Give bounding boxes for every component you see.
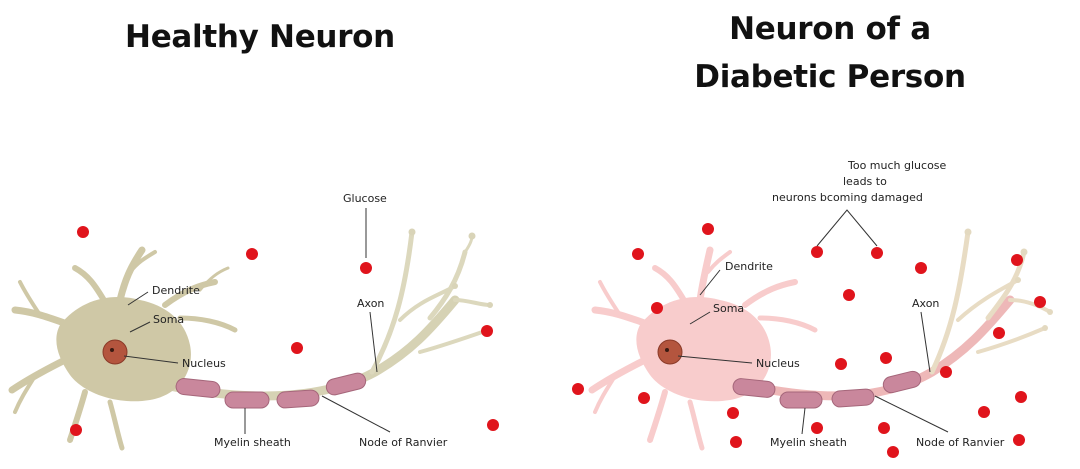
nucleus-leader <box>677 355 753 364</box>
node-of-ranvier-label: Node of Ranvier <box>359 436 448 449</box>
nucleus-label: Nucleus <box>756 357 800 370</box>
myelin-sheath-label: Myelin sheath <box>214 436 291 449</box>
axon-terminal-knobs <box>964 228 1053 331</box>
annotation-pointer <box>816 209 878 247</box>
myelin-leader <box>801 407 806 435</box>
dendrite-leader <box>127 291 149 306</box>
soma <box>588 246 818 451</box>
nucleolus <box>665 348 669 352</box>
myelin-sheaths <box>175 372 367 409</box>
healthy-neuron-diagram: Dendrite Soma Nucleus Glucose Axon Myeli… <box>8 192 499 451</box>
dendrite-leader <box>699 269 721 296</box>
dendrite-label: Dendrite <box>152 284 200 297</box>
myelin-sheaths <box>732 370 922 409</box>
soma-leader <box>689 311 711 325</box>
diabetic-neuron-panel: Neuron of a Diabetic Person <box>540 0 1080 469</box>
node-of-ranvier-label: Node of Ranvier <box>916 436 1005 449</box>
axon-label: Axon <box>912 297 939 310</box>
soma-label: Soma <box>713 302 744 315</box>
axon <box>725 295 1015 401</box>
nucleolus <box>110 348 114 352</box>
axon-leader <box>369 311 378 373</box>
axon-terminals <box>369 229 492 375</box>
axon-terminal-knobs <box>408 228 493 333</box>
nucleus-label: Nucleus <box>182 357 226 370</box>
diabetic-neuron-diagram: Too much glucose leads to neurons bcomin… <box>572 159 1053 458</box>
annotation-line2: leads to <box>843 175 887 188</box>
diabetic-neuron-title-line2: Diabetic Person <box>694 59 966 95</box>
glucose-molecules <box>572 223 1046 458</box>
dendrites <box>8 246 238 451</box>
dendrites <box>588 246 818 451</box>
glucose-label: Glucose <box>343 192 387 205</box>
axon-leader <box>920 311 931 373</box>
soma-label: Soma <box>153 313 184 326</box>
healthy-neuron-title: Healthy Neuron <box>125 19 395 55</box>
nucleus <box>102 339 128 365</box>
dendrite-label: Dendrite <box>725 260 773 273</box>
soma-leader <box>129 321 151 333</box>
node-leader <box>321 395 391 433</box>
healthy-neuron-panel: Healthy Neuron <box>8 19 499 451</box>
myelin-sheath-label: Myelin sheath <box>770 436 847 449</box>
annotation-line1: Too much glucose <box>847 159 947 172</box>
glucose-molecules <box>70 226 499 436</box>
annotation-line3: neurons bcoming damaged <box>772 191 923 204</box>
nucleus-leader <box>123 355 179 364</box>
axon-label: Axon <box>357 297 384 310</box>
diabetic-neuron-title-line1: Neuron of a <box>729 11 931 47</box>
nucleus <box>657 339 683 365</box>
node-leader <box>874 395 949 433</box>
axon-terminals <box>929 229 1052 375</box>
